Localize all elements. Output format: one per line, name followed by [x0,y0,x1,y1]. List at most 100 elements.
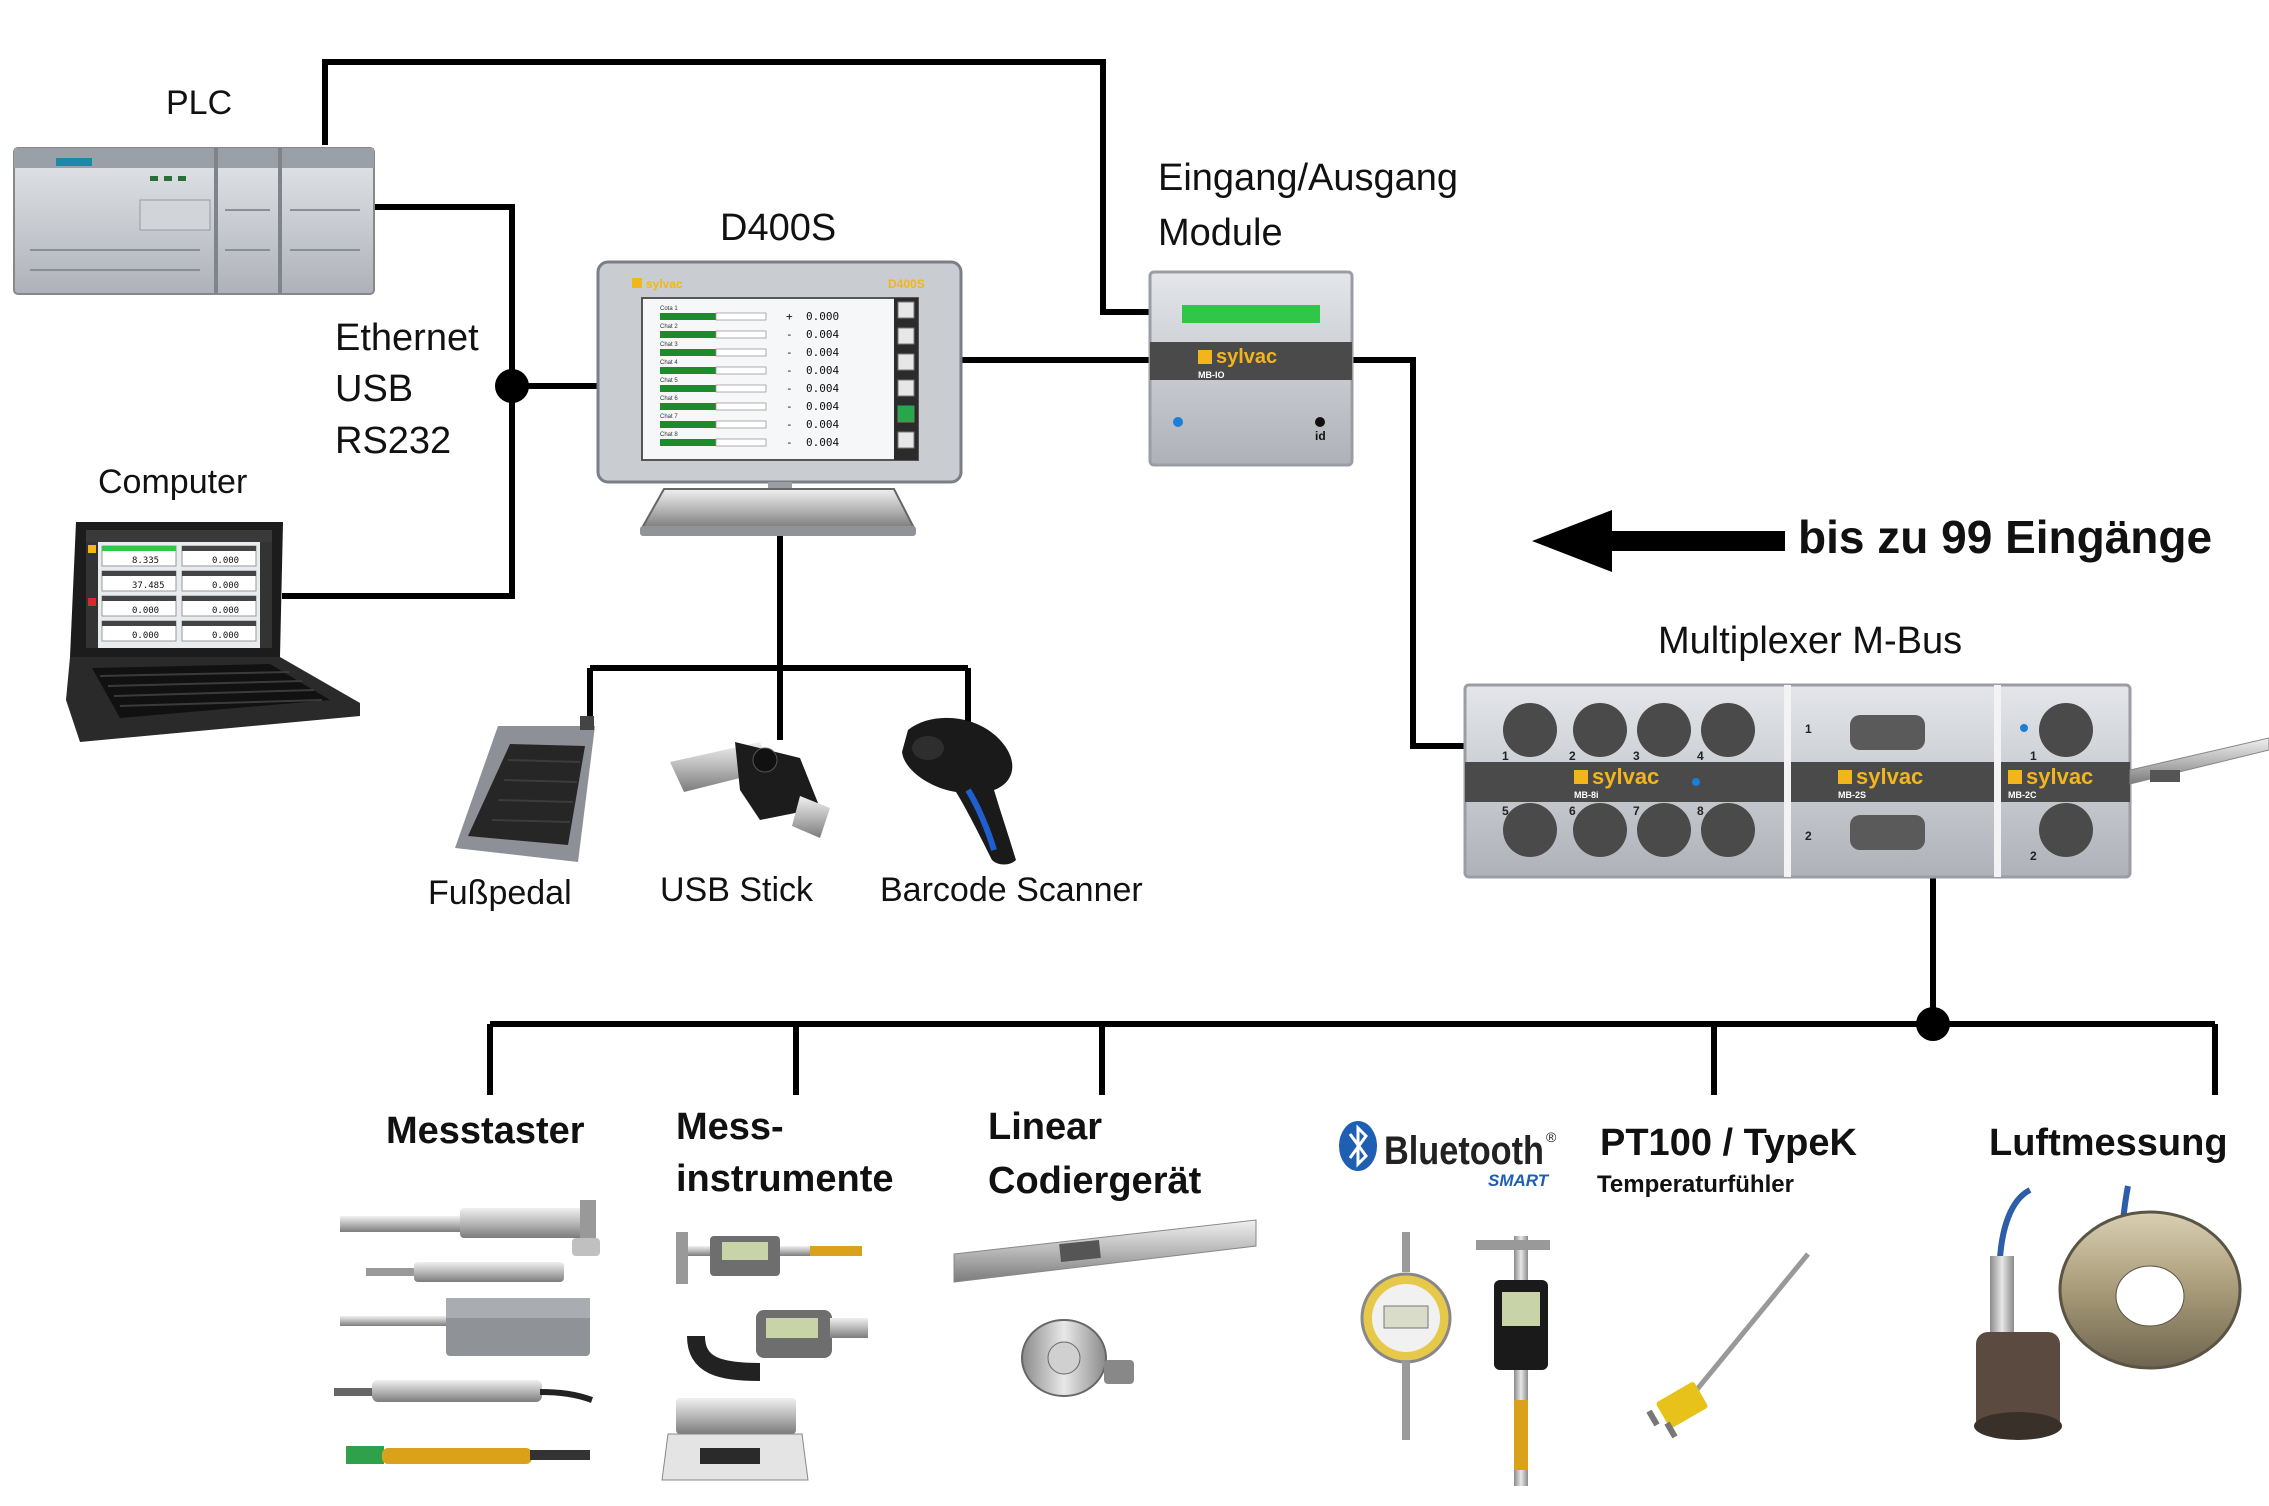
dial-indicator-icon [1360,1232,1452,1440]
channel-bar [660,385,716,392]
port-label-5: 5 [1502,804,1509,818]
laptop-value: 8.335 [132,556,159,566]
line-display-peripherals [587,530,971,740]
air-plug-icon [1974,1256,2062,1440]
channel-bar-track [715,348,767,357]
channel-sign: - [786,382,793,395]
io-id-label: id [1315,429,1326,443]
channel-label: Chat 6 [660,396,678,402]
channel-label: Cota 1 [660,306,678,312]
channel-bar [660,367,716,374]
laptop-cell-header [182,621,256,626]
laptop-value: 0.000 [132,606,159,616]
category-messinstrumente-line2: instrumente [676,1158,894,1200]
category-linear-line2: Codiergerät [988,1160,1202,1202]
probe-5-icon [346,1446,590,1464]
scale-balance-icon [661,1398,809,1481]
line-plc-to-io [322,59,1150,315]
laptop-value: 0.000 [212,631,239,641]
thermocouple-image [1646,1252,1810,1439]
probe-3-icon [340,1298,590,1356]
channel-label: Chat 2 [660,324,678,330]
laptop-cell-header [102,571,176,576]
linear-scale-icon [953,1219,1257,1283]
category-luftmessung: Luftmessung [1989,1122,2228,1164]
category-messtaster: Messtaster [386,1110,585,1152]
io-tag: MB-IO [1198,370,1225,380]
channel-bar-track [715,438,767,447]
mb2c-tag: MB-2C [2008,790,2037,800]
micrometer-icon [687,1310,868,1381]
channel-label: Chat 4 [660,360,678,366]
channel-sign: - [786,346,793,359]
rotary-encoder-icon [1021,1319,1134,1397]
channel-sign: - [786,418,793,431]
channel-label: Chat 3 [660,342,678,348]
laptop-cell-header [182,546,256,551]
label-usb: USB [335,368,414,410]
port-label-4: 4 [1697,749,1704,763]
label-max-inputs: bis zu 99 Eingänge [1798,511,2213,563]
channel-bar-track [715,330,767,339]
channel-sign: - [786,400,793,413]
junction-node-sensors [1916,1007,1950,1041]
category-messinstrumente-line1: Mess- [676,1106,784,1148]
usb-stick [670,742,830,838]
line-io-to-multiplexer [1352,357,1465,749]
channel-value: 0.000 [806,310,839,323]
laptop-cell-header [182,596,256,601]
label-fusspedal: Fußpedal [428,874,572,912]
port-label-1: 1 [1502,749,1509,763]
channel-value: 0.004 [806,346,839,359]
mb8i-brand: sylvac [1592,764,1659,789]
channel-bar-track [715,312,767,321]
channel-value: 0.004 [806,382,839,395]
channel-bar-track [715,366,767,375]
channel-bar [660,349,716,356]
label-computer: Computer [98,463,248,501]
laptop-value: 0.000 [132,631,159,641]
channel-label: Chat 5 [660,378,678,384]
plc-device [13,147,375,295]
port-label-6: 6 [1569,804,1576,818]
channel-bar-track [715,384,767,393]
laptop-cell-header [102,596,176,601]
channel-bar [660,313,716,320]
channel-label: Chat 7 [660,414,678,420]
label-d400s: D400S [720,207,837,249]
bluetooth-device-images [1339,1121,1550,1486]
channel-bar-track [715,420,767,429]
setting-ring-icon [2058,1210,2242,1370]
channel-sign: + [786,310,793,323]
laptop-cell-header [102,546,176,551]
channel-value: 0.004 [806,418,839,431]
mb2s-brand: sylvac [1856,764,1923,789]
port-label-8: 8 [1697,804,1704,818]
channel-bar [660,403,716,410]
port-label-3: 3 [1633,749,1640,763]
label-io-line1: Eingang/Ausgang [1158,157,1459,199]
line-multiplexer-sensors [487,875,2218,1095]
laptop-value: 37.485 [132,581,165,591]
label-ethernet: Ethernet [335,317,479,359]
bluetooth-smart-label: SMART [1488,1171,1550,1190]
port-2c-label-2: 2 [2030,849,2037,863]
port-label-7: 7 [1633,804,1640,818]
channel-sign: - [786,364,793,377]
caliper-icon [676,1232,862,1284]
channel-sign: - [786,328,793,341]
channel-value: 0.004 [806,328,839,341]
multiplexer-device: 1 2 3 4 5 6 7 8 1 2 1 2 sylvac MB-8i syl… [1463,683,2269,879]
channel-value: 0.004 [806,400,839,413]
category-pt100: PT100 / TypeK [1600,1122,1857,1164]
label-io-line2: Module [1158,212,1283,254]
digital-caliper-icon [1476,1236,1550,1486]
port-2s-label-2: 2 [1805,829,1812,843]
probe-4-icon [334,1380,593,1403]
laptop-value: 0.000 [212,581,239,591]
display-model-tag: D400S [888,277,925,291]
barcode-scanner [902,717,1016,865]
